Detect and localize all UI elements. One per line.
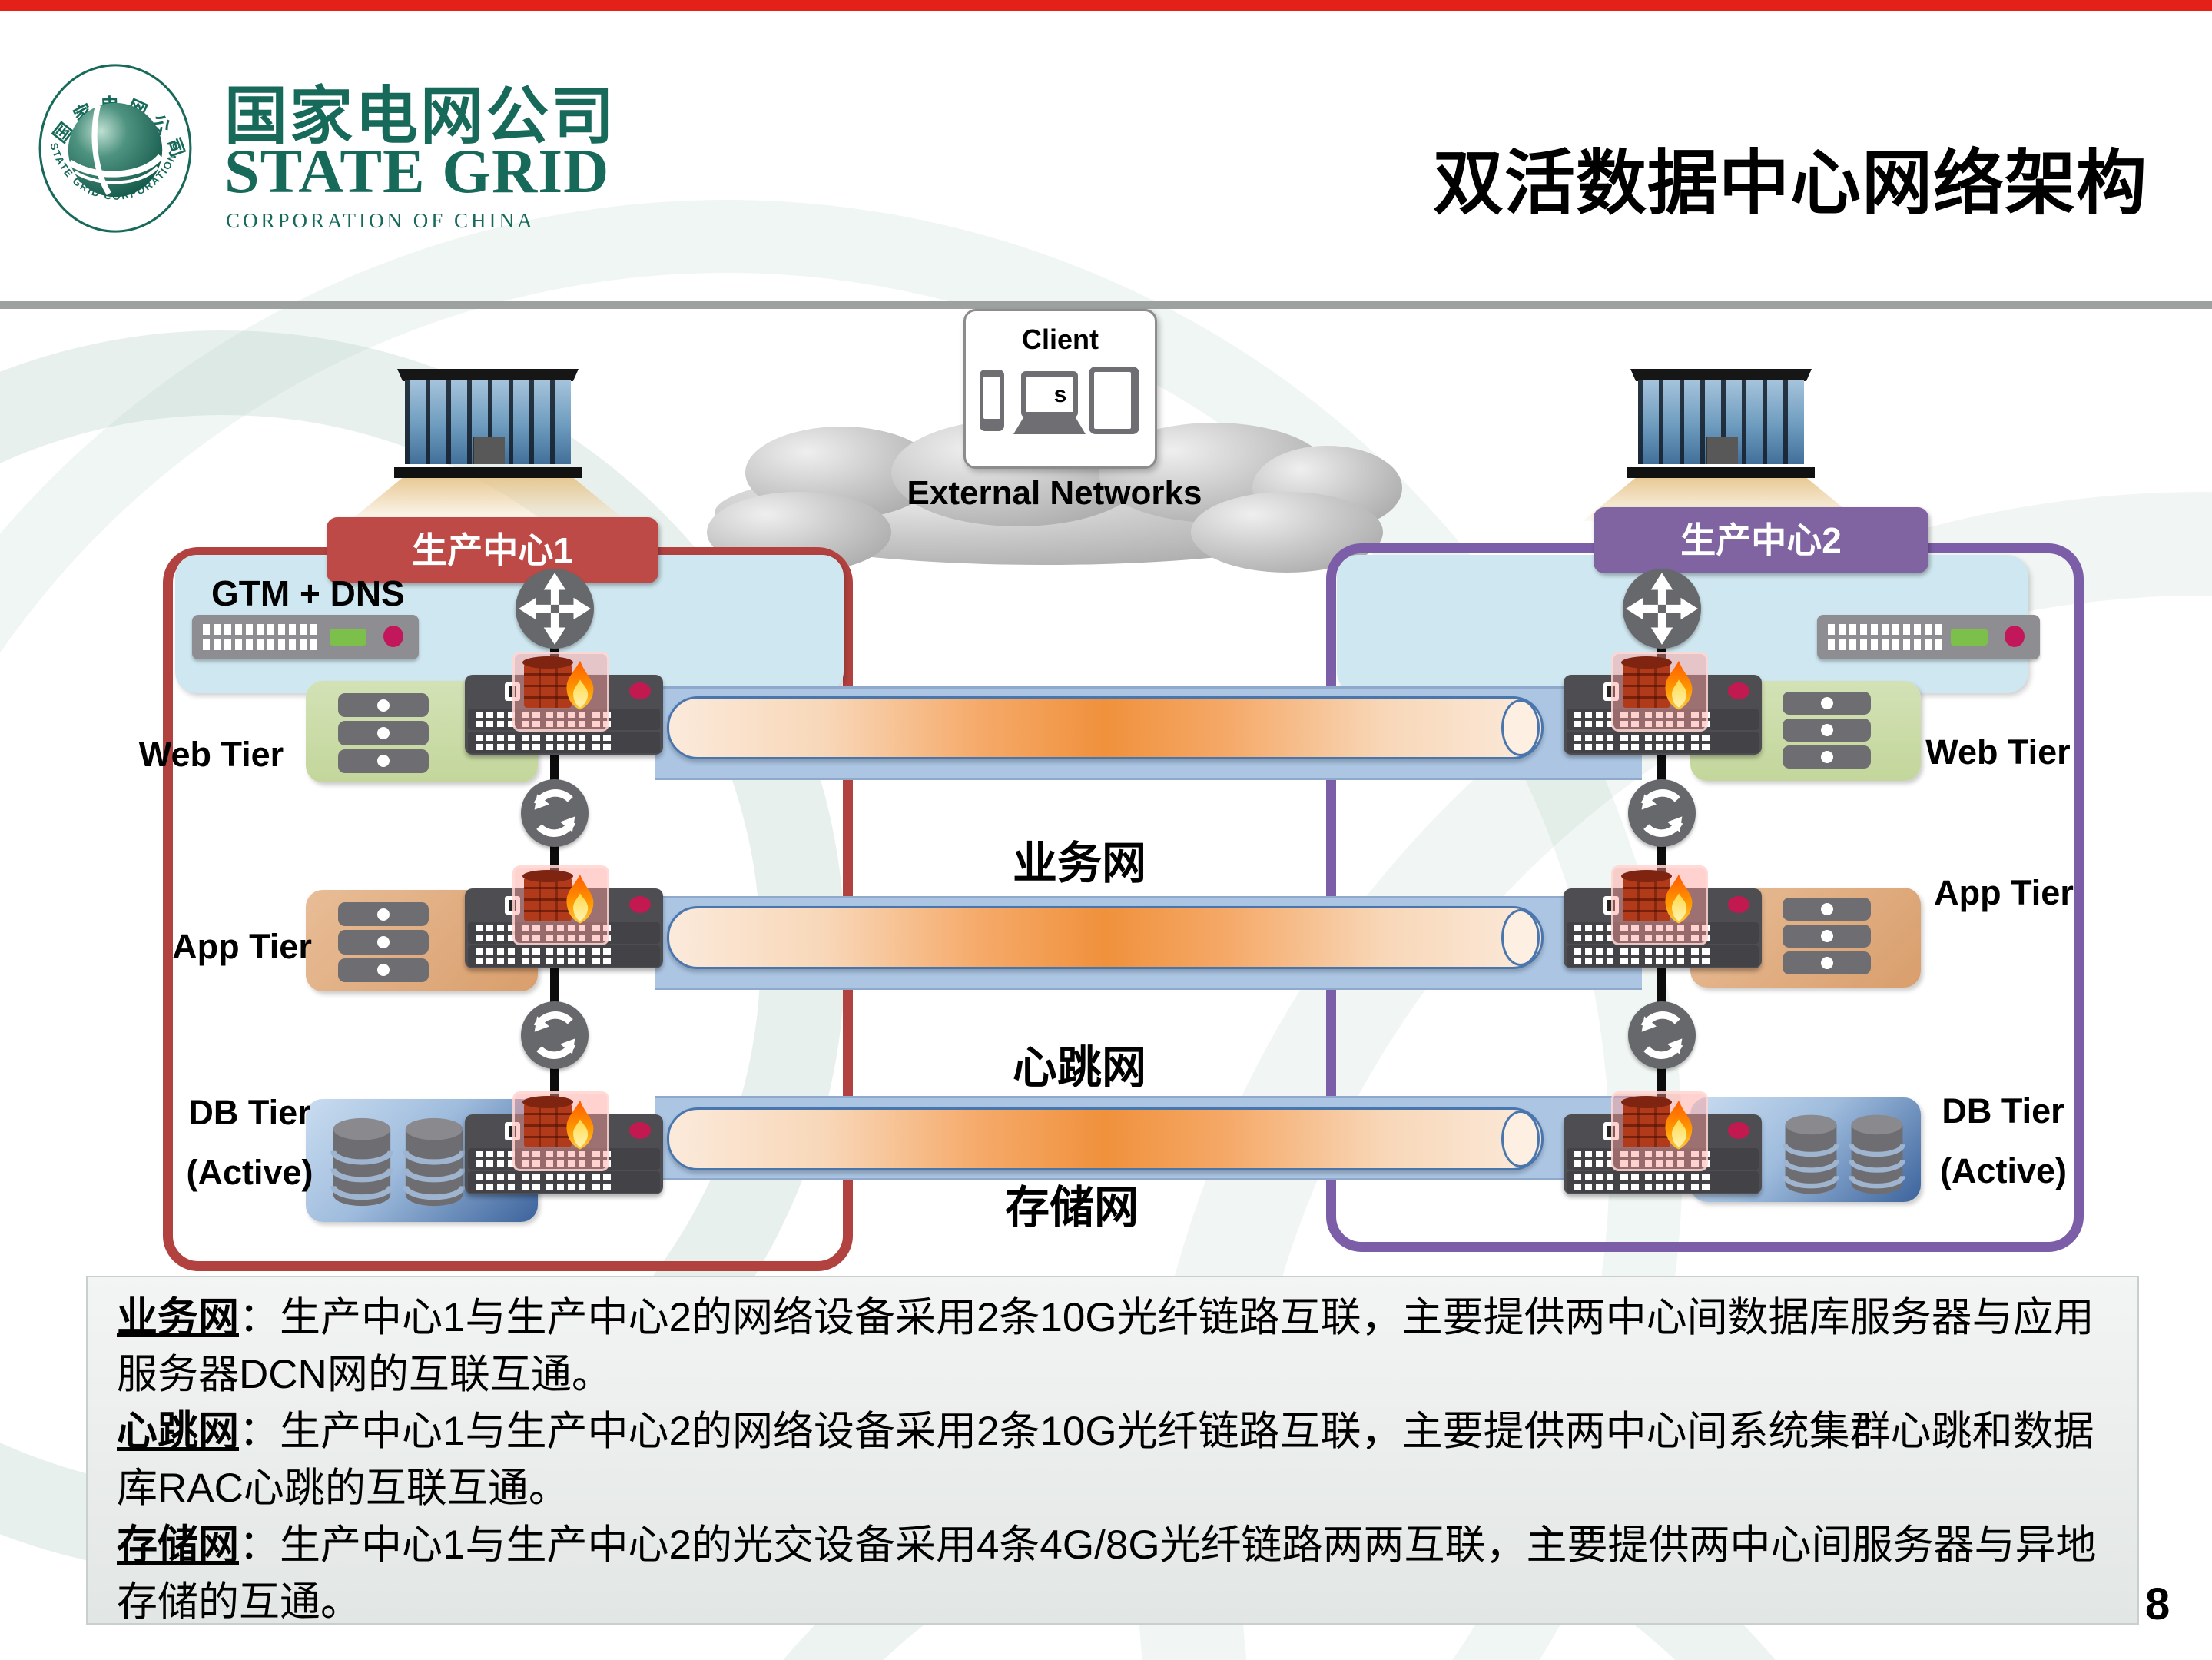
router-icon [516,569,594,649]
server-stack-icon [338,693,429,773]
dc2-app-tier-label: App Tier [1934,873,2074,912]
firewall-icon [512,652,609,732]
client-box: Client s [963,309,1157,469]
note-body: ：生产中心1与生产中心2的网络设备采用2条10G光纤链路互联，主要提供两中心间数… [117,1295,2094,1397]
logo-company-sub: CORPORATION OF CHINA [226,209,536,232]
slide-title: 双活数据中心网络架构 [1432,144,2147,223]
switch-icon [1564,865,1762,968]
switch-icon [1564,652,1762,755]
database-icon [401,1116,467,1208]
note-lead: 心跳网 [117,1409,239,1454]
header-divider [0,301,2212,309]
gtm-dns-label: GTM + DNS [211,573,405,613]
firewall-icon [512,865,609,945]
dc2-web-tier-label: Web Tier [1925,732,2071,772]
dc1-label: 生产中心1 [327,517,658,583]
database-icon [1847,1113,1907,1196]
sync-icon [1628,779,1696,847]
pipe-heartbeat-network [667,906,1544,969]
firewall-icon [512,1091,609,1171]
pipe-business-network [667,696,1544,759]
note-heartbeat: 心跳网：生产中心1与生产中心2的网络设备采用2条10G光纤链路互联，主要提供两中… [117,1403,2108,1517]
server-stack-icon [338,902,429,982]
router-icon [1623,569,1701,649]
light-beam [350,478,626,521]
laptop-icon [1021,371,1078,417]
page-number: 8 [2145,1579,2171,1629]
logo-company-zh: 国家电网公司 [224,81,617,151]
flame-icon [1657,872,1701,932]
dc2-db-tier-label: DB Tier [1942,1091,2064,1130]
flame-icon [1657,1098,1701,1158]
phone-icon [980,370,1004,431]
dc1-db-active-label: (Active) [186,1153,313,1192]
sync-icon [521,1001,589,1069]
firewall-icon [1611,865,1708,945]
dc1-web-tier-label: Web Tier [138,735,284,774]
database-icon [1781,1113,1841,1196]
cloud-label: External Networks [907,474,1202,512]
dc1-app-tier-label: App Tier [172,927,312,966]
business-network-label: 业务网 [1012,838,1146,888]
switch-icon [465,1091,663,1194]
top-red-bar [0,0,2212,11]
storage-network-label: 存储网 [1004,1183,1139,1233]
state-grid-emblem-icon: 国家电网公司 STATE GRID CORPORATION OF CHINA [37,61,192,233]
client-label-tail: s [1053,382,1067,407]
logo-company-en: STATE GRID [224,136,610,206]
laptop-base [1013,417,1086,434]
pipe-storage-network [667,1107,1544,1170]
server-stack-icon [1783,898,1871,974]
note-business: 业务网：生产中心1与生产中心2的网络设备采用2条10G光纤链路互联，主要提供两中… [117,1290,2108,1403]
flame-icon [558,1098,602,1158]
datacenter-building-icon [1627,369,1815,478]
firewall-icon [1611,652,1708,732]
switch-icon [465,652,663,755]
notes-panel: 业务网：生产中心1与生产中心2的网络设备采用2条10G光纤链路互联，主要提供两中… [86,1276,2139,1625]
heartbeat-network-label: 心跳网 [1012,1043,1146,1093]
gtm-appliance-icon [192,615,419,659]
firewall-icon [1611,1091,1708,1171]
note-storage: 存储网：生产中心1与生产中心2的光交设备采用4条4G/8G光纤链路两两互联，主要… [117,1517,2108,1631]
dc2-db-active-label: (Active) [1939,1151,2068,1190]
dc2-label: 生产中心2 [1594,507,1928,573]
switch-icon [1564,1091,1762,1194]
note-lead: 存储网 [117,1522,239,1568]
flame-icon [1657,659,1701,719]
sync-icon [1628,1001,1696,1069]
gtm-appliance-icon [1817,615,2040,659]
tablet-icon [1089,367,1139,434]
flame-icon [558,659,602,719]
server-stack-icon [1783,692,1871,769]
datacenter-building-icon [394,369,582,478]
switch-icon [465,865,663,968]
dc1-db-tier-label: DB Tier [188,1093,311,1132]
note-lead: 业务网 [117,1295,239,1340]
sync-icon [521,779,589,847]
client-label: Client [1021,324,1099,355]
note-body: ：生产中心1与生产中心2的光交设备采用4条4G/8G光纤链路两两互联，主要提供两… [117,1522,2097,1625]
note-body: ：生产中心1与生产中心2的网络设备采用2条10G光纤链路互联，主要提供两中心间系… [117,1409,2094,1511]
flame-icon [558,872,602,932]
